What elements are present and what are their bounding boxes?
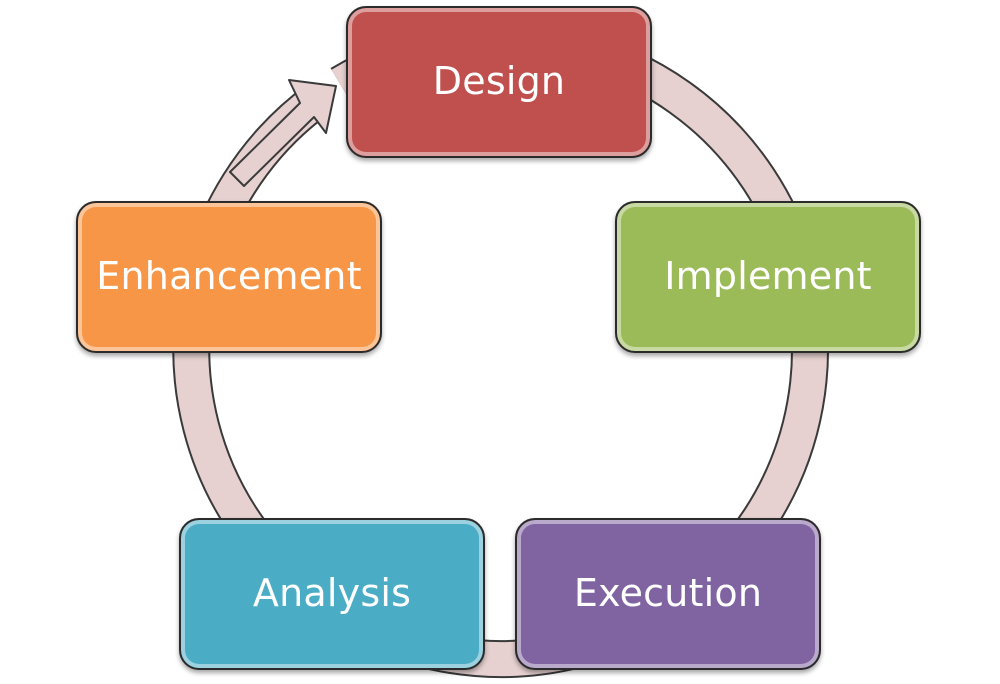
stage-analysis-label: Analysis	[252, 571, 412, 615]
cycle-arrowhead	[229, 79, 337, 187]
stage-analysis-box: Analysis	[179, 518, 485, 670]
stage-enhancement-label: Enhancement	[96, 254, 362, 298]
stage-implement-box: Implement	[615, 201, 921, 353]
stage-execution-box: Execution	[515, 518, 821, 670]
stage-implement-label: Implement	[664, 254, 872, 298]
stage-design-label: Design	[432, 59, 566, 103]
stage-execution-label: Execution	[573, 571, 763, 615]
stage-enhancement-box: Enhancement	[76, 201, 382, 353]
stage-design-box: Design	[346, 6, 652, 158]
